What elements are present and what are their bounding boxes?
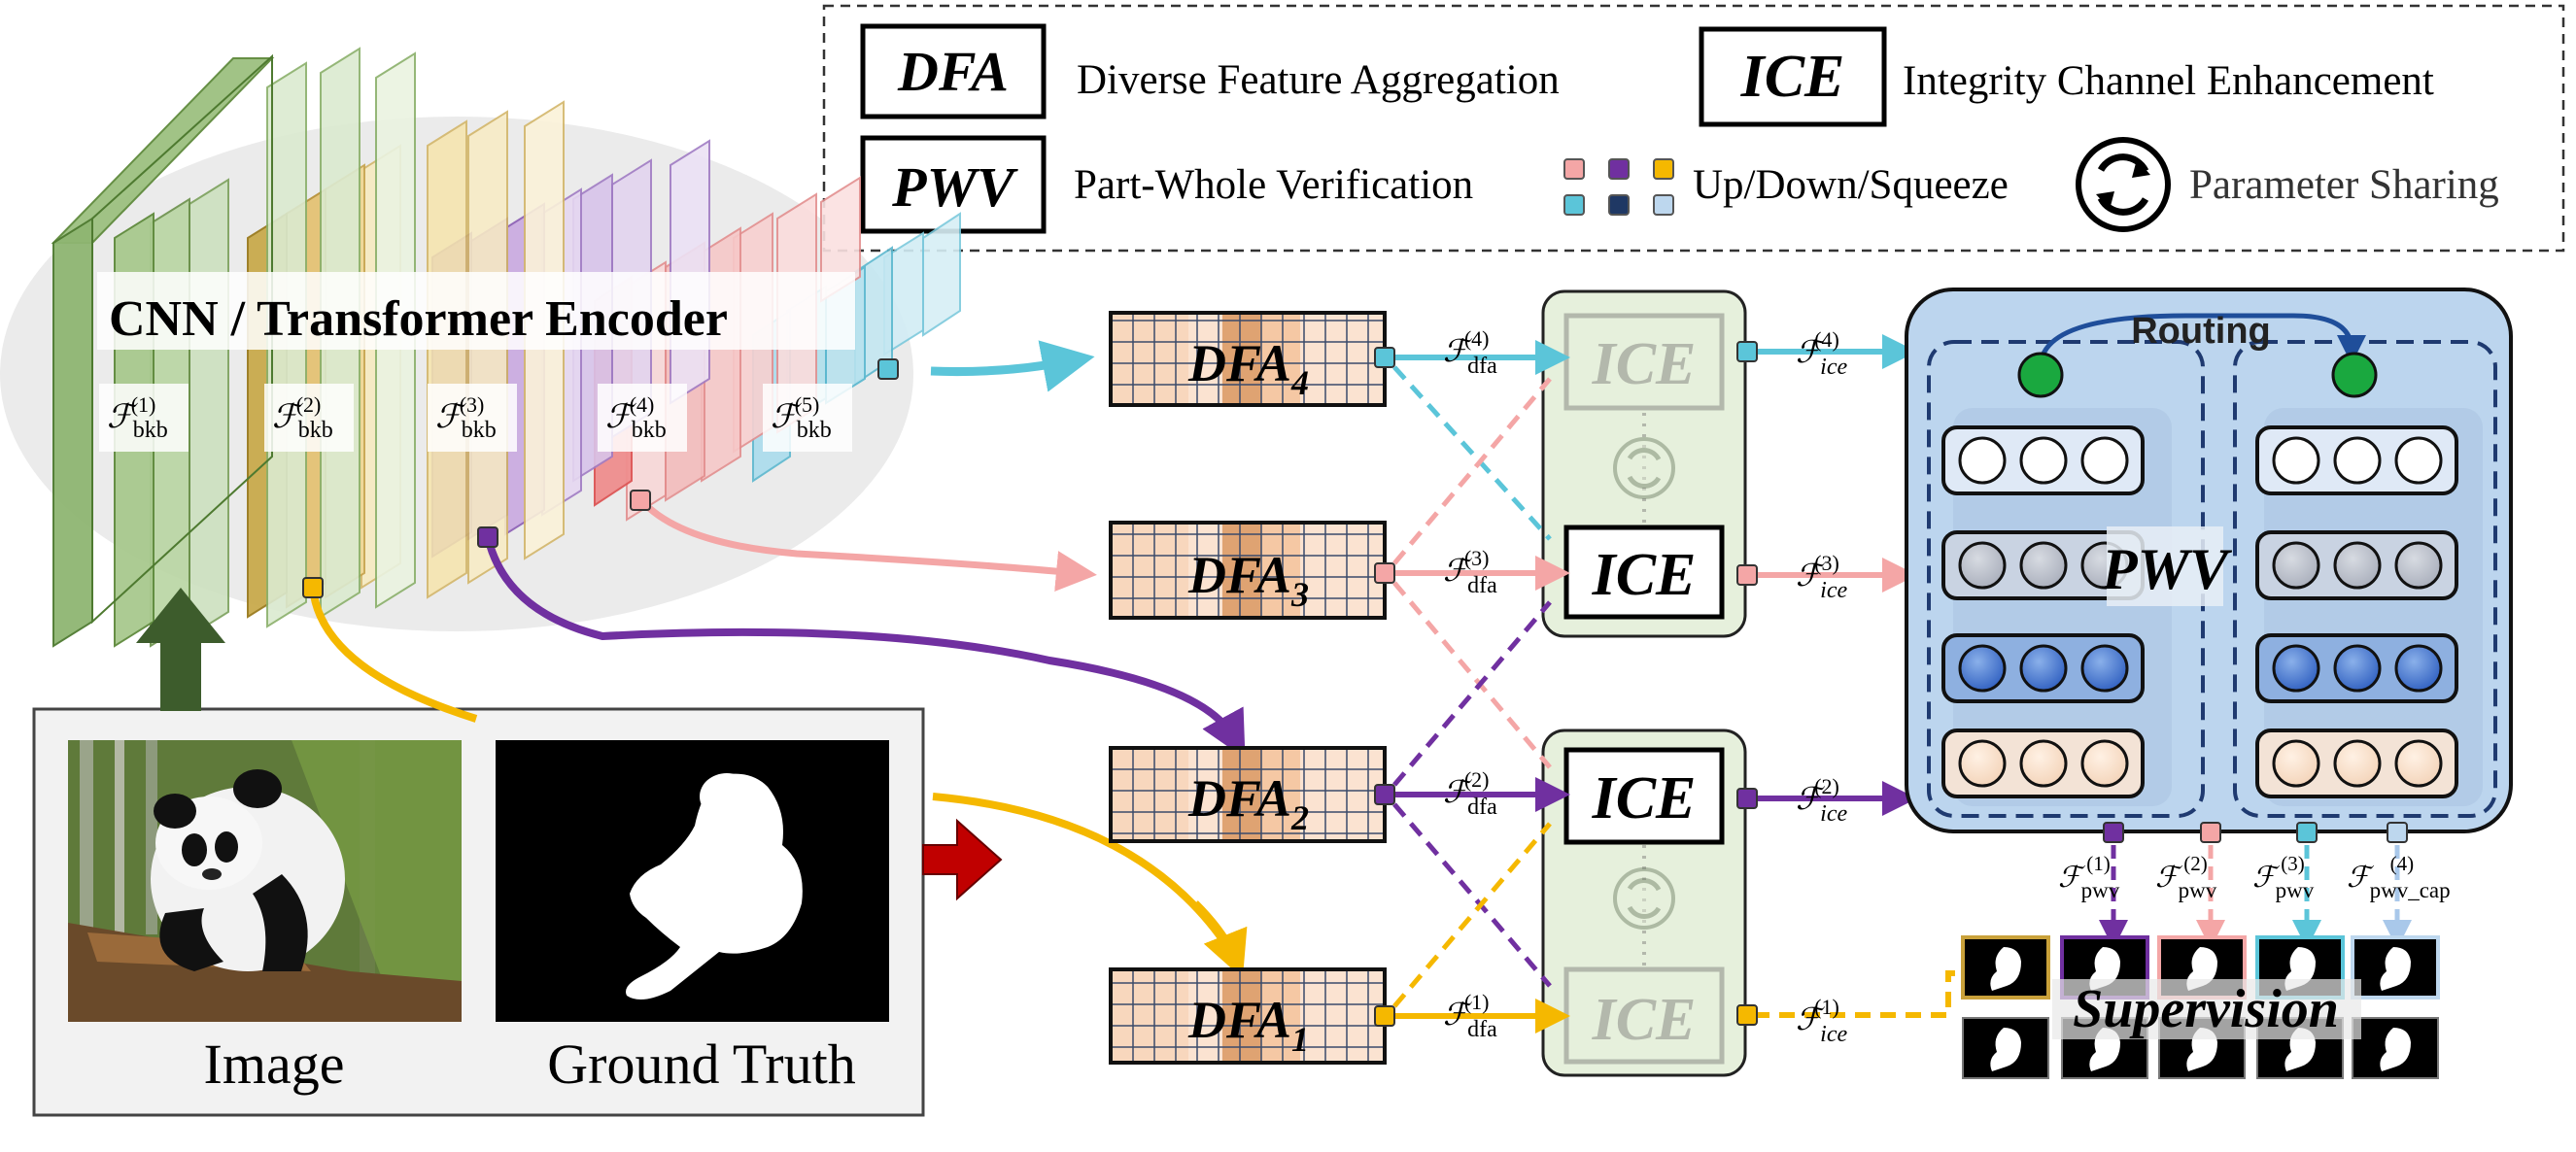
pwv-module: Routing bbox=[1905, 288, 2513, 833]
supervision: Supervision bbox=[1961, 935, 2440, 1079]
image-label: Image bbox=[204, 1033, 345, 1096]
routing-label: Routing bbox=[2131, 311, 2271, 352]
supervision-label: Supervision bbox=[2073, 979, 2339, 1039]
pwv-feature-1: ℱpwv(1) bbox=[2058, 852, 2120, 902]
legend-pwv-abbr: PWV bbox=[891, 155, 1018, 219]
dfa-feature-1: ℱdfa(1) bbox=[1443, 990, 1497, 1042]
input-image bbox=[68, 740, 462, 1022]
pwv-feature-2: ℱpwv(2) bbox=[2155, 852, 2217, 902]
encoder-input-arrow bbox=[136, 588, 225, 711]
encoder-title: CNN / Transformer Encoder bbox=[109, 291, 728, 347]
encoder: CNN / Transformer Encoder ℱbkb(1) ℱbkb(2… bbox=[51, 47, 961, 648]
ice-sharing-icon-top bbox=[1613, 437, 1675, 499]
encoder-feature-2: ℱbkb(2) bbox=[272, 392, 333, 443]
legend-dfa-box bbox=[860, 23, 1047, 119]
legend-pwv-box bbox=[860, 135, 1047, 234]
legend-border bbox=[822, 4, 2565, 253]
dfa-block-3: DFA3 bbox=[1109, 521, 1387, 620]
pwv-outputs: ℱpwv(1) ℱpwv(2) ℱpwv(3) ℱpwv_cap(4) bbox=[2058, 822, 2451, 949]
legend-sharing-label: Parameter Sharing bbox=[2189, 162, 2499, 208]
parameter-sharing-icon bbox=[2076, 137, 2171, 232]
routing-node-left bbox=[2017, 352, 2064, 398]
conn-stage4-dfa3 bbox=[638, 497, 1097, 592]
encoder-title-bg bbox=[97, 272, 855, 350]
pwv-capsules-left bbox=[1941, 425, 2145, 798]
encoder-feature-4: ℱbkb(4) bbox=[605, 392, 667, 443]
input-panel: Image Ground Truth bbox=[32, 707, 925, 1117]
encoder-stage-1 bbox=[51, 47, 416, 648]
ice-2-label: ICE bbox=[1592, 765, 1697, 831]
ground-truth-mask bbox=[496, 740, 889, 1022]
conn-stage2-dfa1-b bbox=[1192, 900, 1248, 979]
dfa-3-label: DFA3 bbox=[1187, 546, 1309, 614]
pwv-label: PWV bbox=[2101, 537, 2233, 601]
conn-stage3-dfa2 bbox=[484, 536, 1246, 760]
pwv-capsules-right bbox=[2255, 425, 2458, 798]
encoder-connections bbox=[302, 340, 1248, 979]
ice-feature-1: ℱice(1) bbox=[1796, 995, 1847, 1047]
dfa-feature-labels: ℱdfa(4) ℱdfa(3) ℱdfa(2) ℱdfa(1) bbox=[1443, 326, 1497, 1042]
ice-sharing-icon-bottom bbox=[1613, 867, 1675, 930]
dfa-2-label: DFA2 bbox=[1187, 769, 1309, 837]
input-red-arrow bbox=[922, 818, 1003, 901]
encoder-feature-1: ℱbkb(1) bbox=[107, 392, 168, 443]
ice-feature-labels: ℱice(4) ℱice(3) ℱice(2) ℱice(1) bbox=[1796, 327, 1847, 1047]
ice-1-label: ICE bbox=[1592, 987, 1697, 1053]
ice-3-label: ICE bbox=[1592, 542, 1697, 608]
legend-ice-abbr: ICE bbox=[1740, 44, 1845, 110]
dfa-ice-connections bbox=[1374, 340, 1570, 1033]
legend-pwv-name: Part-Whole Verification bbox=[1074, 162, 1473, 208]
legend: DFA Diverse Feature Aggregation ICE Inte… bbox=[822, 4, 2565, 253]
ice-groups: ICE ICE ICE ICE bbox=[1541, 289, 1747, 1077]
dfa-feature-4: ℱdfa(4) bbox=[1443, 326, 1497, 379]
encoder-feature-3: ℱbkb(3) bbox=[435, 392, 497, 443]
dfa-block-4: DFA4 bbox=[1109, 311, 1387, 407]
routing-node-right bbox=[2331, 352, 2378, 398]
ice-feature-4: ℱice(4) bbox=[1796, 327, 1847, 380]
ground-truth-label: Ground Truth bbox=[547, 1033, 855, 1096]
ice-4-label: ICE bbox=[1592, 331, 1697, 397]
conn-stage5-dfa4 bbox=[930, 340, 1095, 392]
dfa-1-label: DFA1 bbox=[1187, 991, 1309, 1059]
legend-dfa-name: Diverse Feature Aggregation bbox=[1077, 57, 1560, 103]
encoder-feature-5: ℱbkb(5) bbox=[771, 392, 832, 443]
legend-updown-label: Up/Down/Squeeze bbox=[1693, 162, 2009, 208]
legend-dfa-abbr: DFA bbox=[897, 40, 1009, 103]
dfa-blocks: DFA4 DFA3 DFA2 DFA1 bbox=[1109, 311, 1387, 1065]
ice-block-3 bbox=[1563, 525, 1725, 620]
legend-ice-name: Integrity Channel Enhancement bbox=[1903, 58, 2434, 104]
dfa-block-1: DFA1 bbox=[1109, 967, 1387, 1065]
dfa-4-label: DFA4 bbox=[1187, 334, 1309, 402]
dfa-block-2: DFA2 bbox=[1109, 746, 1387, 843]
legend-ice-box bbox=[1699, 26, 1887, 127]
updown-squeeze-squares bbox=[1563, 158, 1674, 216]
encoder-feature-labels: ℱbkb(1) ℱbkb(2) ℱbkb(3) ℱbkb(4) ℱbkb(5) bbox=[99, 384, 852, 452]
